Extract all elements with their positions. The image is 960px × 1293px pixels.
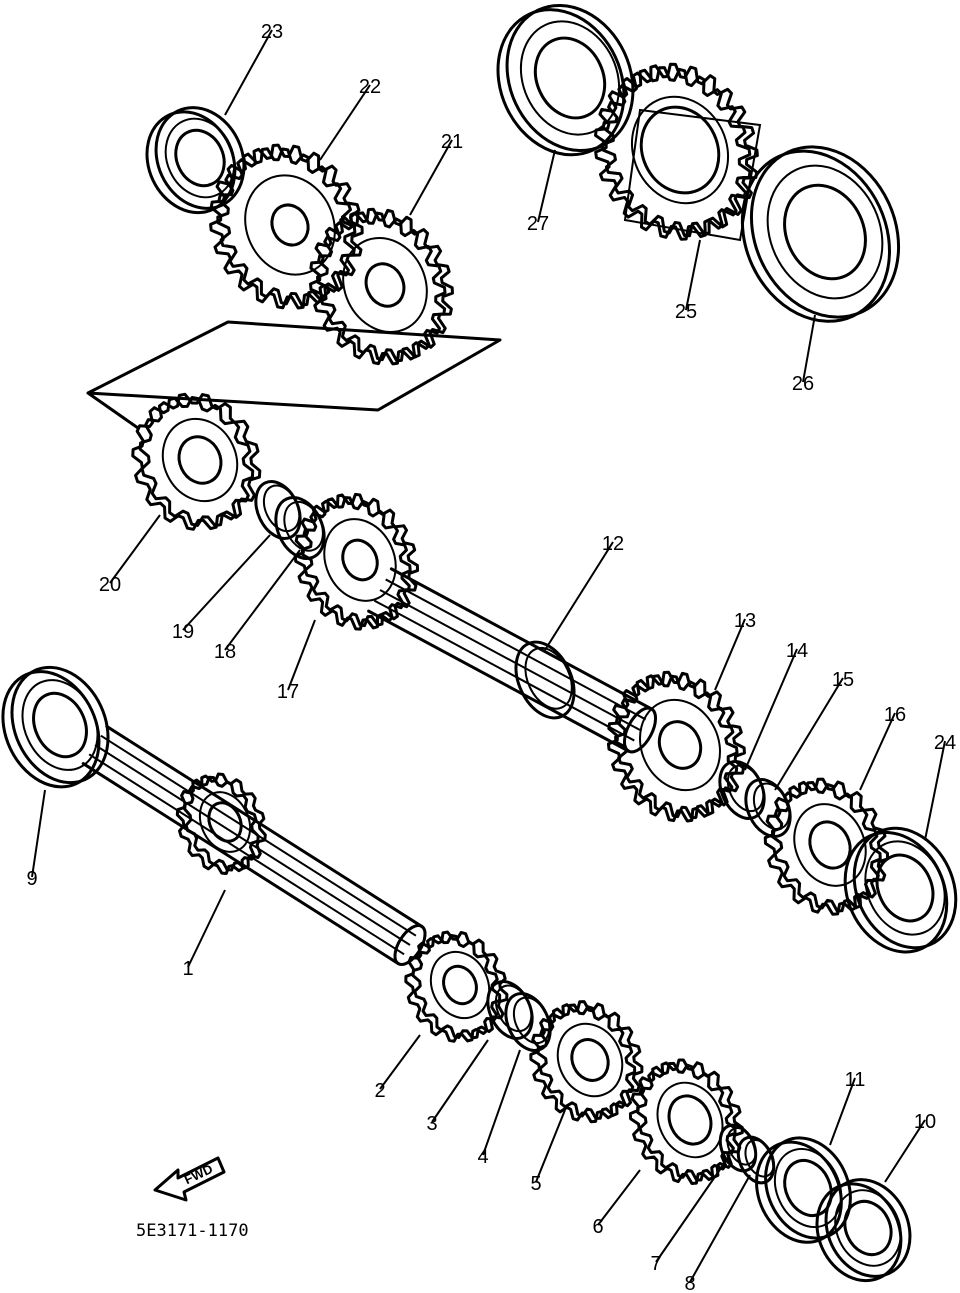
leader-12 xyxy=(544,541,614,651)
bearing-11 xyxy=(755,1136,852,1244)
callout-9: 9 xyxy=(26,868,37,890)
leader-18 xyxy=(224,549,301,651)
callout-labels: 1234567891011121314151617181920212223242… xyxy=(26,21,956,1293)
leader-27 xyxy=(537,149,556,223)
bushing-12 xyxy=(514,640,576,720)
leader-2 xyxy=(379,1034,421,1090)
gear-1-integral xyxy=(175,772,267,875)
leader-22 xyxy=(319,84,371,161)
callout-3: 3 xyxy=(426,1113,437,1135)
leader-25 xyxy=(685,239,701,311)
leader-7 xyxy=(655,1154,731,1263)
callout-6: 6 xyxy=(592,1216,603,1238)
callout-15: 15 xyxy=(832,669,854,691)
callout-14: 14 xyxy=(786,640,808,662)
gear-6 xyxy=(628,1058,744,1185)
leader-17 xyxy=(287,619,316,691)
leader-10 xyxy=(884,1119,926,1183)
leader-5 xyxy=(535,1109,566,1183)
kit-bracket xyxy=(86,320,502,430)
gear-16 xyxy=(763,777,889,916)
gear-22 xyxy=(209,143,364,310)
bearing-26 xyxy=(740,145,901,323)
leader-11 xyxy=(829,1077,856,1146)
drive-axle-shaft xyxy=(367,567,658,754)
leader-26 xyxy=(802,314,816,383)
callout-16: 16 xyxy=(884,704,906,726)
gear-25-outer xyxy=(594,62,759,241)
gear-13 xyxy=(606,670,746,823)
leader-14 xyxy=(744,648,798,771)
leader-3 xyxy=(431,1039,489,1123)
gear-5 xyxy=(529,1000,644,1124)
bearing-24 xyxy=(843,826,958,954)
callout-12: 12 xyxy=(602,533,624,555)
leader-lines xyxy=(31,29,946,1283)
shaft-sleeve-25 xyxy=(623,108,762,242)
callout-19: 19 xyxy=(172,621,194,643)
fwd-arrow-icon: FWD xyxy=(153,1156,226,1202)
callout-4: 4 xyxy=(477,1146,488,1168)
callout-18: 18 xyxy=(214,641,236,663)
callout-27: 27 xyxy=(527,213,549,235)
leader-4 xyxy=(482,1049,521,1156)
leader-20 xyxy=(109,514,161,584)
callout-1: 1 xyxy=(182,958,193,980)
callout-8: 8 xyxy=(684,1273,695,1293)
leader-21 xyxy=(409,139,453,216)
gear-21 xyxy=(308,207,454,366)
washer-14 xyxy=(718,760,766,820)
callout-23: 23 xyxy=(261,21,283,43)
callout-20: 20 xyxy=(99,574,121,596)
washer-3 xyxy=(486,980,534,1040)
leader-13 xyxy=(714,618,746,691)
leader-8 xyxy=(689,1174,751,1283)
callout-25: 25 xyxy=(675,301,697,323)
callout-2: 2 xyxy=(374,1080,385,1102)
leader-16 xyxy=(859,712,896,791)
callout-21: 21 xyxy=(441,131,463,153)
leader-9 xyxy=(31,789,46,878)
callout-22: 22 xyxy=(359,76,381,98)
callout-10: 10 xyxy=(914,1111,936,1133)
bearing-9 xyxy=(1,665,110,789)
leader-1 xyxy=(187,889,226,968)
oil-seal-10 xyxy=(815,1178,912,1283)
washer-18 xyxy=(274,496,326,560)
callout-24: 24 xyxy=(934,732,956,754)
leader-15 xyxy=(774,677,844,791)
callout-17: 17 xyxy=(277,681,299,703)
callout-26: 26 xyxy=(792,373,814,395)
gear-17 xyxy=(293,492,420,631)
leader-23 xyxy=(224,29,273,116)
circlip-4 xyxy=(504,992,552,1052)
leader-24 xyxy=(924,740,946,841)
callout-7: 7 xyxy=(650,1253,661,1275)
gear-20 xyxy=(131,392,262,531)
leader-6 xyxy=(597,1169,641,1226)
gear-2 xyxy=(404,930,509,1043)
callout-11: 11 xyxy=(845,1069,866,1091)
callout-13: 13 xyxy=(734,610,756,632)
leader-19 xyxy=(182,534,271,631)
callout-5: 5 xyxy=(530,1173,541,1195)
part-code: 5E3171-1170 xyxy=(136,1221,249,1241)
